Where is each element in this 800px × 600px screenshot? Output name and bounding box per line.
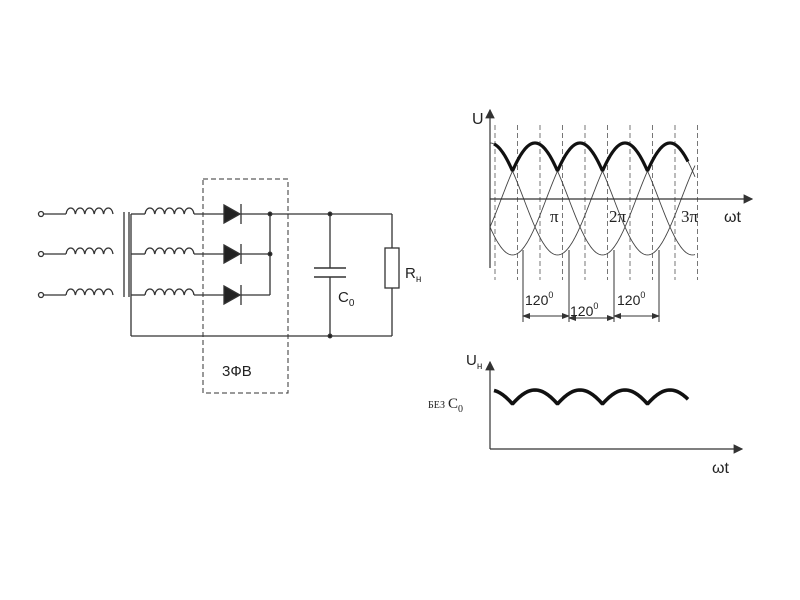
diode-b <box>223 243 242 265</box>
input-terminal-a <box>37 210 45 218</box>
capacitor-label: C0 <box>338 289 355 309</box>
diode-c <box>223 284 242 306</box>
tick-label-3pi: 3π <box>681 207 699 226</box>
angle-dimensions <box>522 250 660 322</box>
angle-label-2: 1200 <box>570 301 598 319</box>
top-graph <box>485 108 754 322</box>
angle-label-3: 1200 <box>617 290 645 308</box>
capacitor-c0 <box>314 214 346 336</box>
bottom-graph <box>485 360 744 454</box>
tick-label-pi: π <box>550 207 559 226</box>
bottom-x-axis-label: ωt <box>712 460 729 477</box>
top-y-axis-label: U <box>472 111 484 128</box>
circuit <box>37 178 400 394</box>
rectifier-label: 3ФВ <box>222 363 252 380</box>
load-voltage-ripple <box>493 388 690 406</box>
secondary-windings <box>131 207 195 296</box>
input-terminal-c <box>37 291 45 299</box>
tick-label-2pi: 2π <box>609 207 627 226</box>
phase-guides <box>494 125 698 280</box>
rectified-envelope <box>493 141 690 172</box>
input-terminal-b <box>37 250 45 258</box>
primary-windings <box>65 207 114 296</box>
load-resistor <box>384 214 400 336</box>
rectifier-block-outline <box>202 178 289 394</box>
load-label: Rн <box>405 265 421 285</box>
angle-label-1: 1200 <box>525 290 553 308</box>
bottom-y-axis-label: Uн <box>466 352 482 372</box>
diode-a <box>223 203 242 225</box>
top-x-axis-label: ωt <box>724 209 741 226</box>
